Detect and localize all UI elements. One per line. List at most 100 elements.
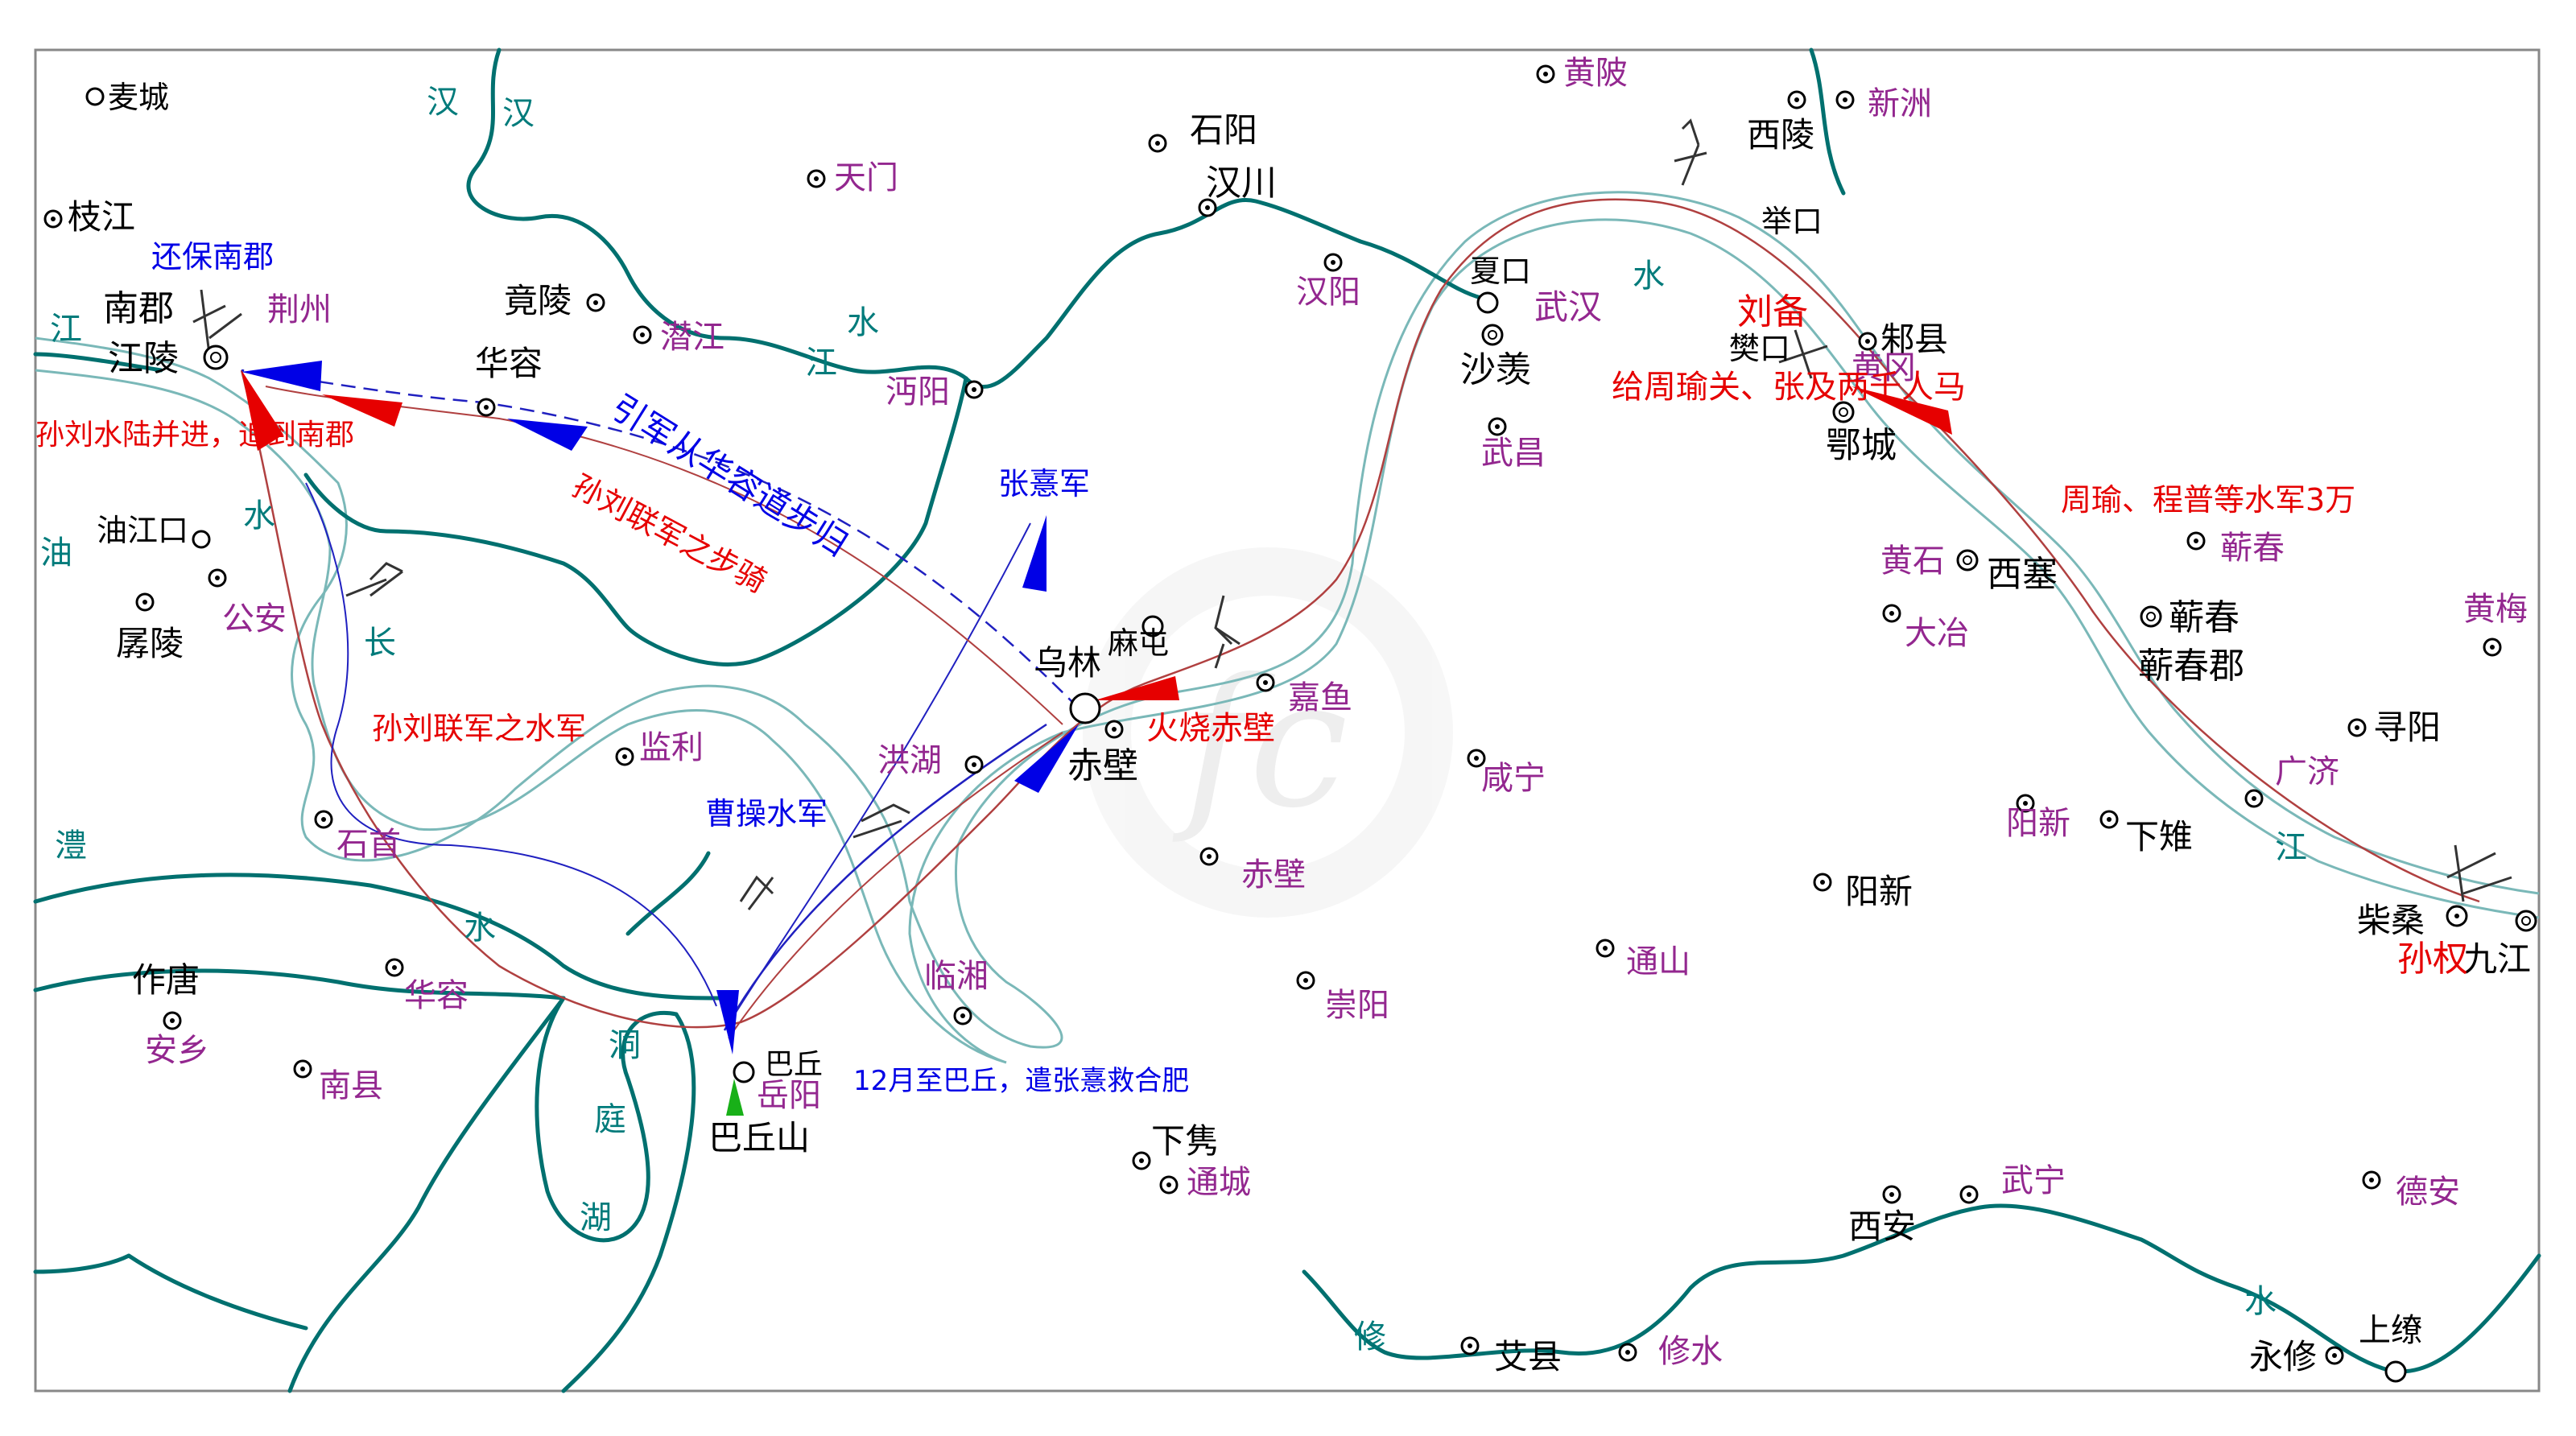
modern-chongyang[interactable]: 崇阳 <box>1296 971 1389 1024</box>
ship-icon <box>192 289 242 355</box>
place-xiling[interactable]: 西陵 <box>1747 90 1814 155</box>
place-shangliao[interactable]: 上缭 <box>2359 1312 2423 1383</box>
modern-wuhan[interactable]: 武汉 <box>1534 287 1602 327</box>
place-yangxin-ancient[interactable]: 阳新 <box>1813 872 1913 911</box>
place-shiyang[interactable]: 石阳 <box>1148 110 1257 153</box>
modern-tongcheng[interactable]: 通城 <box>1159 1164 1251 1201</box>
place-matun[interactable]: 麻屯 <box>1108 615 1169 661</box>
place-yongxiu[interactable]: 永修 <box>2249 1337 2344 1376</box>
ship-icon <box>1778 329 1828 379</box>
place-hanchuan[interactable]: 汉川 <box>1198 163 1277 217</box>
modern-hanyang[interactable]: 汉阳 <box>1296 253 1360 311</box>
place-shaxian[interactable]: 沙羡 <box>1460 324 1531 390</box>
place-xiakou[interactable]: 夏口 <box>1470 254 1531 314</box>
modern-huangmei[interactable]: 黄梅 <box>2463 591 2528 657</box>
place-baqiu[interactable]: 巴丘 <box>733 1048 823 1083</box>
place-label: 汉川 <box>1206 163 1277 204</box>
place-label: 乌林 <box>1034 643 1101 683</box>
place-jiangling[interactable]: 江陵 <box>108 338 229 379</box>
modern-huarong[interactable]: 华容 <box>385 958 469 1014</box>
annotation-huanbao: 还保南郡 <box>151 239 274 274</box>
place-label: 西安 <box>1848 1207 1916 1246</box>
place-huarong-ancient[interactable]: 华容 <box>475 344 543 417</box>
modern-jianli[interactable]: 监利 <box>615 729 704 766</box>
modern-guangji[interactable]: 广济 <box>2244 753 2339 808</box>
annotation-fire: 火烧赤壁 <box>1146 710 1275 747</box>
modern-wuning[interactable]: 武宁 <box>1959 1162 2066 1204</box>
place-chaisang[interactable]: 柴桑 <box>2357 901 2468 940</box>
modern-qichun[interactable]: 蕲春 <box>2186 530 2285 567</box>
modern-huangshi[interactable]: 黄石 <box>1880 543 1973 580</box>
modern-linxiang[interactable]: 临湘 <box>924 958 989 1025</box>
place-label: 九江 <box>2463 939 2531 979</box>
place-zhuxian[interactable]: 邾县 <box>1858 320 1948 359</box>
modern-places: 黄陂 新洲 天门 荆州 潜江 沔阳 汉阳 武汉 武昌 黄冈 公安 监利 石首 洪… <box>145 55 2528 1370</box>
modern-shishou[interactable]: 石首 <box>314 810 401 863</box>
modern-jingzhou[interactable]: 荆州 <box>267 291 332 328</box>
yangtze-banks <box>35 191 2540 1064</box>
modern-xiushui[interactable]: 修水 <box>1618 1333 1723 1370</box>
place-label: 西塞 <box>1987 554 2058 595</box>
place-label: 修水 <box>1658 1333 1723 1370</box>
place-label: 西陵 <box>1747 115 1814 155</box>
place-echeng[interactable]: 鄂城 <box>1826 401 1897 466</box>
place-zhijiang[interactable]: 枝江 <box>43 197 135 237</box>
ship-icon <box>1674 118 1707 186</box>
annotation-navy: 孙刘联军之水军 <box>372 711 586 746</box>
modern-anxiang[interactable]: 安乡 <box>145 1032 209 1069</box>
place-xiajuan[interactable]: 下隽 <box>1132 1121 1219 1170</box>
place-maicheng[interactable]: 麦城 <box>85 80 169 115</box>
modern-wuchang[interactable]: 武昌 <box>1481 417 1546 472</box>
annotation-zhangxi: 张憙军 <box>998 466 1090 501</box>
modern-mianyang[interactable]: 沔阳 <box>886 373 984 411</box>
modern-tianmen[interactable]: 天门 <box>807 159 898 196</box>
place-xisai[interactable]: 西塞 <box>1956 549 2058 595</box>
place-label: 下雉 <box>2125 817 2193 856</box>
place-zuotang[interactable]: 作唐 <box>132 960 200 1030</box>
place-baqiushan[interactable]: 巴丘山 <box>708 1118 810 1157</box>
place-label: 公安 <box>222 600 287 638</box>
arrow-sunliu-infantry <box>322 394 402 427</box>
arrow-zhouyu <box>1852 386 1952 435</box>
rivers-dark <box>33 47 2541 1393</box>
river-label: 洞 <box>609 1027 641 1064</box>
modern-qianjiang[interactable]: 潜江 <box>633 319 724 356</box>
modern-yangxin[interactable]: 阳新 <box>2006 794 2070 842</box>
place-xunyang[interactable]: 寻阳 <box>2347 708 2441 747</box>
modern-yueyang[interactable]: 岳阳 <box>757 1077 821 1114</box>
place-xian[interactable]: 西安 <box>1848 1185 1916 1246</box>
modern-huanggang[interactable]: 黄冈 <box>1852 349 1916 386</box>
modern-dean[interactable]: 德安 <box>2362 1170 2460 1211</box>
place-label: 巴丘 <box>765 1048 823 1081</box>
place-label: 天门 <box>834 159 898 196</box>
modern-jiayu[interactable]: 嘉鱼 <box>1256 673 1352 716</box>
modern-honghu[interactable]: 洪湖 <box>877 742 984 779</box>
place-jingling[interactable]: 竟陵 <box>504 281 605 320</box>
modern-chibi[interactable]: 赤壁 <box>1199 847 1306 893</box>
modern-tongshan[interactable]: 通山 <box>1596 939 1690 980</box>
place-label: 枝江 <box>68 197 135 237</box>
place-chibi-ancient[interactable]: 赤壁 <box>1067 720 1138 786</box>
modern-huangling[interactable]: 黄陂 <box>1536 55 1628 92</box>
place-label: 油江口 <box>97 513 188 548</box>
place-chanling[interactable]: 孱陵 <box>116 592 184 663</box>
modern-xianning[interactable]: 咸宁 <box>1467 749 1546 797</box>
place-qichunjun[interactable]: 蕲春郡 <box>2138 646 2244 687</box>
place-label: 上缭 <box>2359 1312 2423 1349</box>
modern-nanxian[interactable]: 南县 <box>293 1059 383 1104</box>
place-jiujiang[interactable]: 九江 <box>2463 910 2537 979</box>
place-wulin[interactable]: 乌林 <box>1034 643 1101 724</box>
place-fankou[interactable]: 樊口 <box>1729 331 1790 366</box>
place-xiazhi[interactable]: 下雉 <box>2099 810 2193 856</box>
place-aixian[interactable]: 艾县 <box>1460 1336 1562 1376</box>
place-label: 通城 <box>1187 1164 1251 1201</box>
place-youjiangkou[interactable]: 油江口 <box>97 513 211 549</box>
place-qichun-ancient[interactable]: 蕲春 <box>2140 597 2240 638</box>
modern-xinzhou[interactable]: 新洲 <box>1835 85 1932 122</box>
place-jukou[interactable]: 举口 <box>1761 204 1823 239</box>
place-label: 监利 <box>639 729 704 766</box>
place-nanjun[interactable]: 南郡 <box>103 288 174 329</box>
modern-daye[interactable]: 大冶 <box>1882 604 1969 652</box>
river-label: 水 <box>2244 1283 2277 1320</box>
modern-gongan[interactable]: 公安 <box>208 568 287 638</box>
